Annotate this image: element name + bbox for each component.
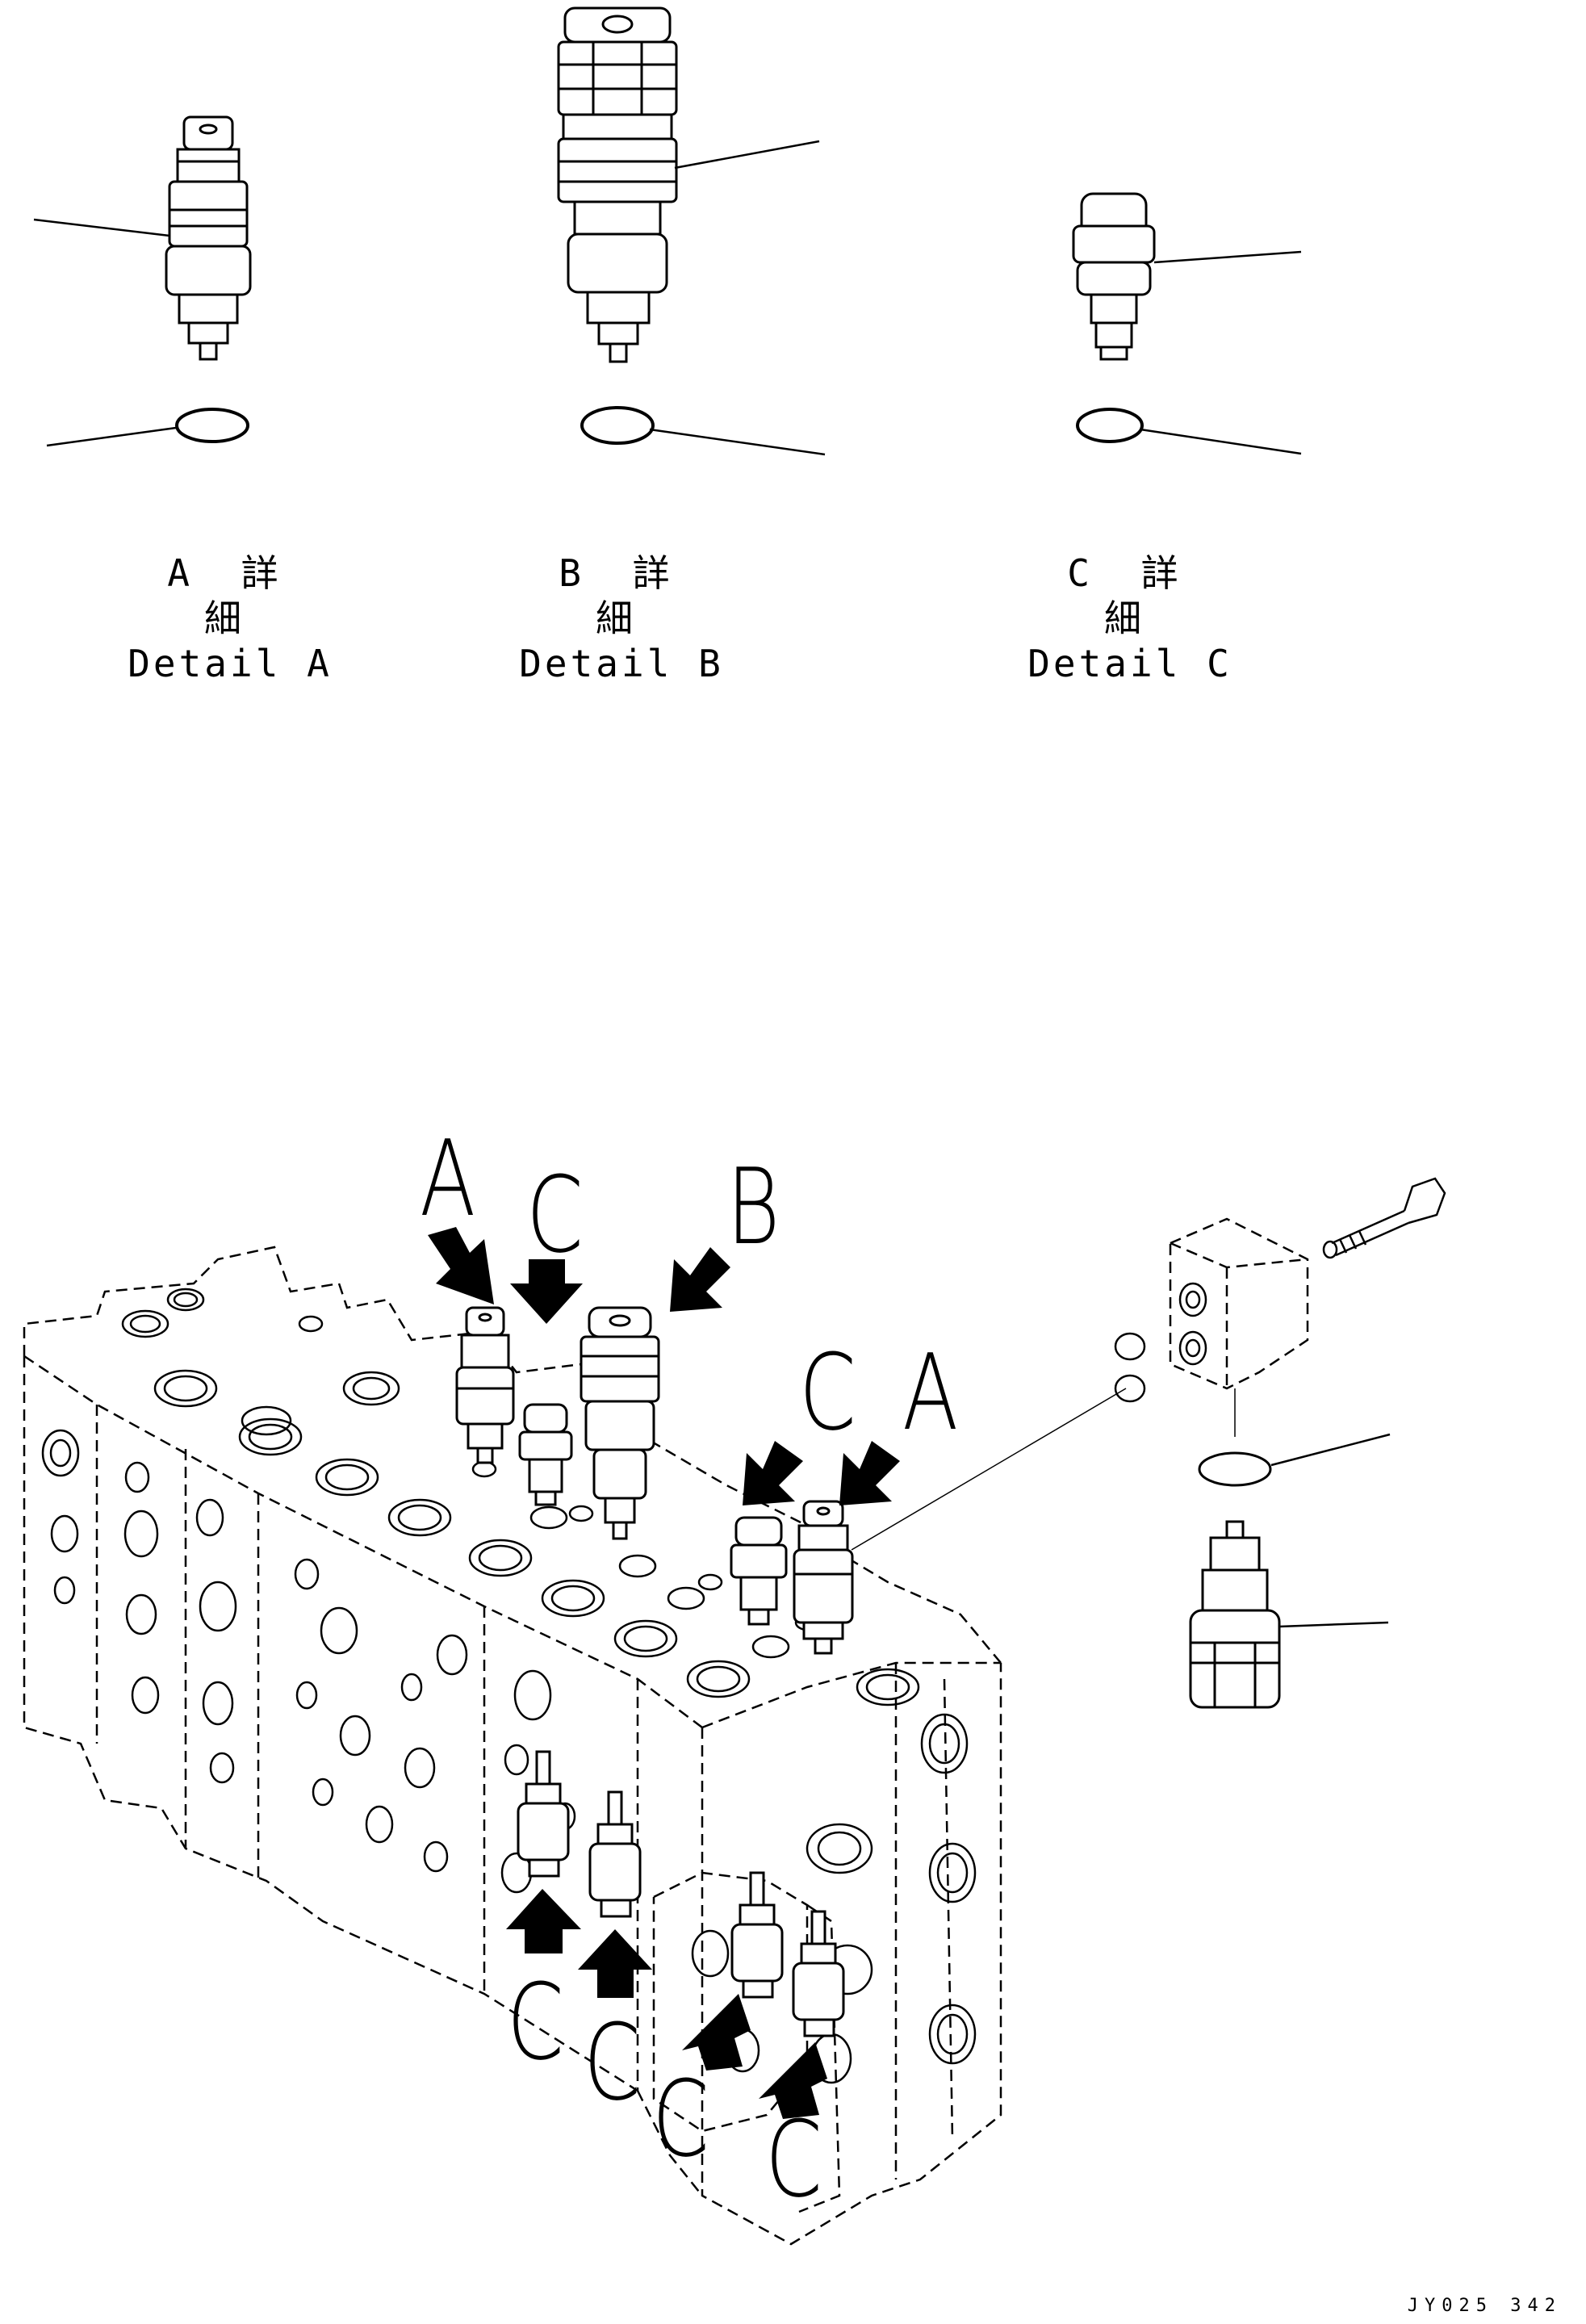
detail-a-label: A 詳 細 Detail A	[125, 551, 335, 686]
detail-b-en: Detail B	[519, 642, 724, 685]
detail-b-jp: B 詳 細	[559, 551, 684, 640]
port-holes	[121, 1288, 920, 1706]
detail-c-plug	[1072, 192, 1156, 361]
callout-arrows	[428, 1227, 900, 2119]
detail-b-leader-valve	[674, 140, 820, 170]
arrow-c-mid	[743, 1441, 803, 1505]
arrow-a-mid	[839, 1441, 900, 1505]
detail-c-leader-oring	[1140, 428, 1302, 455]
callout-c-low3: C	[652, 2058, 709, 2180]
arrow-c-low1	[506, 1889, 581, 1953]
detail-c-oring	[1076, 408, 1144, 443]
arrow-b-top	[670, 1247, 730, 1312]
detail-a-jp: A 詳 細	[167, 551, 293, 640]
detail-c-leader-plug	[1153, 250, 1302, 264]
exploded-cover-bolt	[851, 1177, 1446, 1709]
arrow-c-top	[510, 1259, 583, 1324]
arrow-c-low2	[578, 1929, 652, 1998]
detail-c-label: C 詳 細 Detail C	[1025, 551, 1235, 686]
detail-c-jp: C 詳 細	[1067, 551, 1193, 640]
callout-a-top: A	[420, 1117, 476, 1240]
detail-a-valve	[165, 115, 252, 361]
detail-a-en: Detail A	[128, 642, 333, 685]
callout-c-low2: C	[584, 2001, 641, 2124]
arrow-c-low4	[759, 2042, 827, 2119]
arrow-a-top	[428, 1227, 494, 1304]
callout-a-mid: A	[902, 1331, 959, 1454]
callout-c-top: C	[526, 1154, 584, 1276]
callout-b-top: B	[726, 1145, 780, 1268]
detail-a-leader-valve	[33, 218, 170, 237]
detail-b-label: B 詳 細 Detail B	[517, 551, 726, 686]
detail-c-en: Detail C	[1027, 642, 1232, 685]
detail-b-oring	[580, 406, 655, 445]
detail-b-valve	[557, 6, 678, 363]
detail-a-leader-oring	[46, 426, 177, 447]
callout-c-low4: C	[765, 2098, 822, 2221]
installed-valves	[455, 1306, 854, 2037]
arrow-c-low3	[682, 1994, 751, 2071]
callout-c-mid: C	[799, 1331, 856, 1454]
callout-c-low1: C	[507, 1961, 564, 2083]
detail-a-oring	[175, 408, 249, 443]
detail-b-leader-oring	[649, 428, 826, 456]
drawing-code: JY025 342	[1407, 2296, 1562, 2316]
